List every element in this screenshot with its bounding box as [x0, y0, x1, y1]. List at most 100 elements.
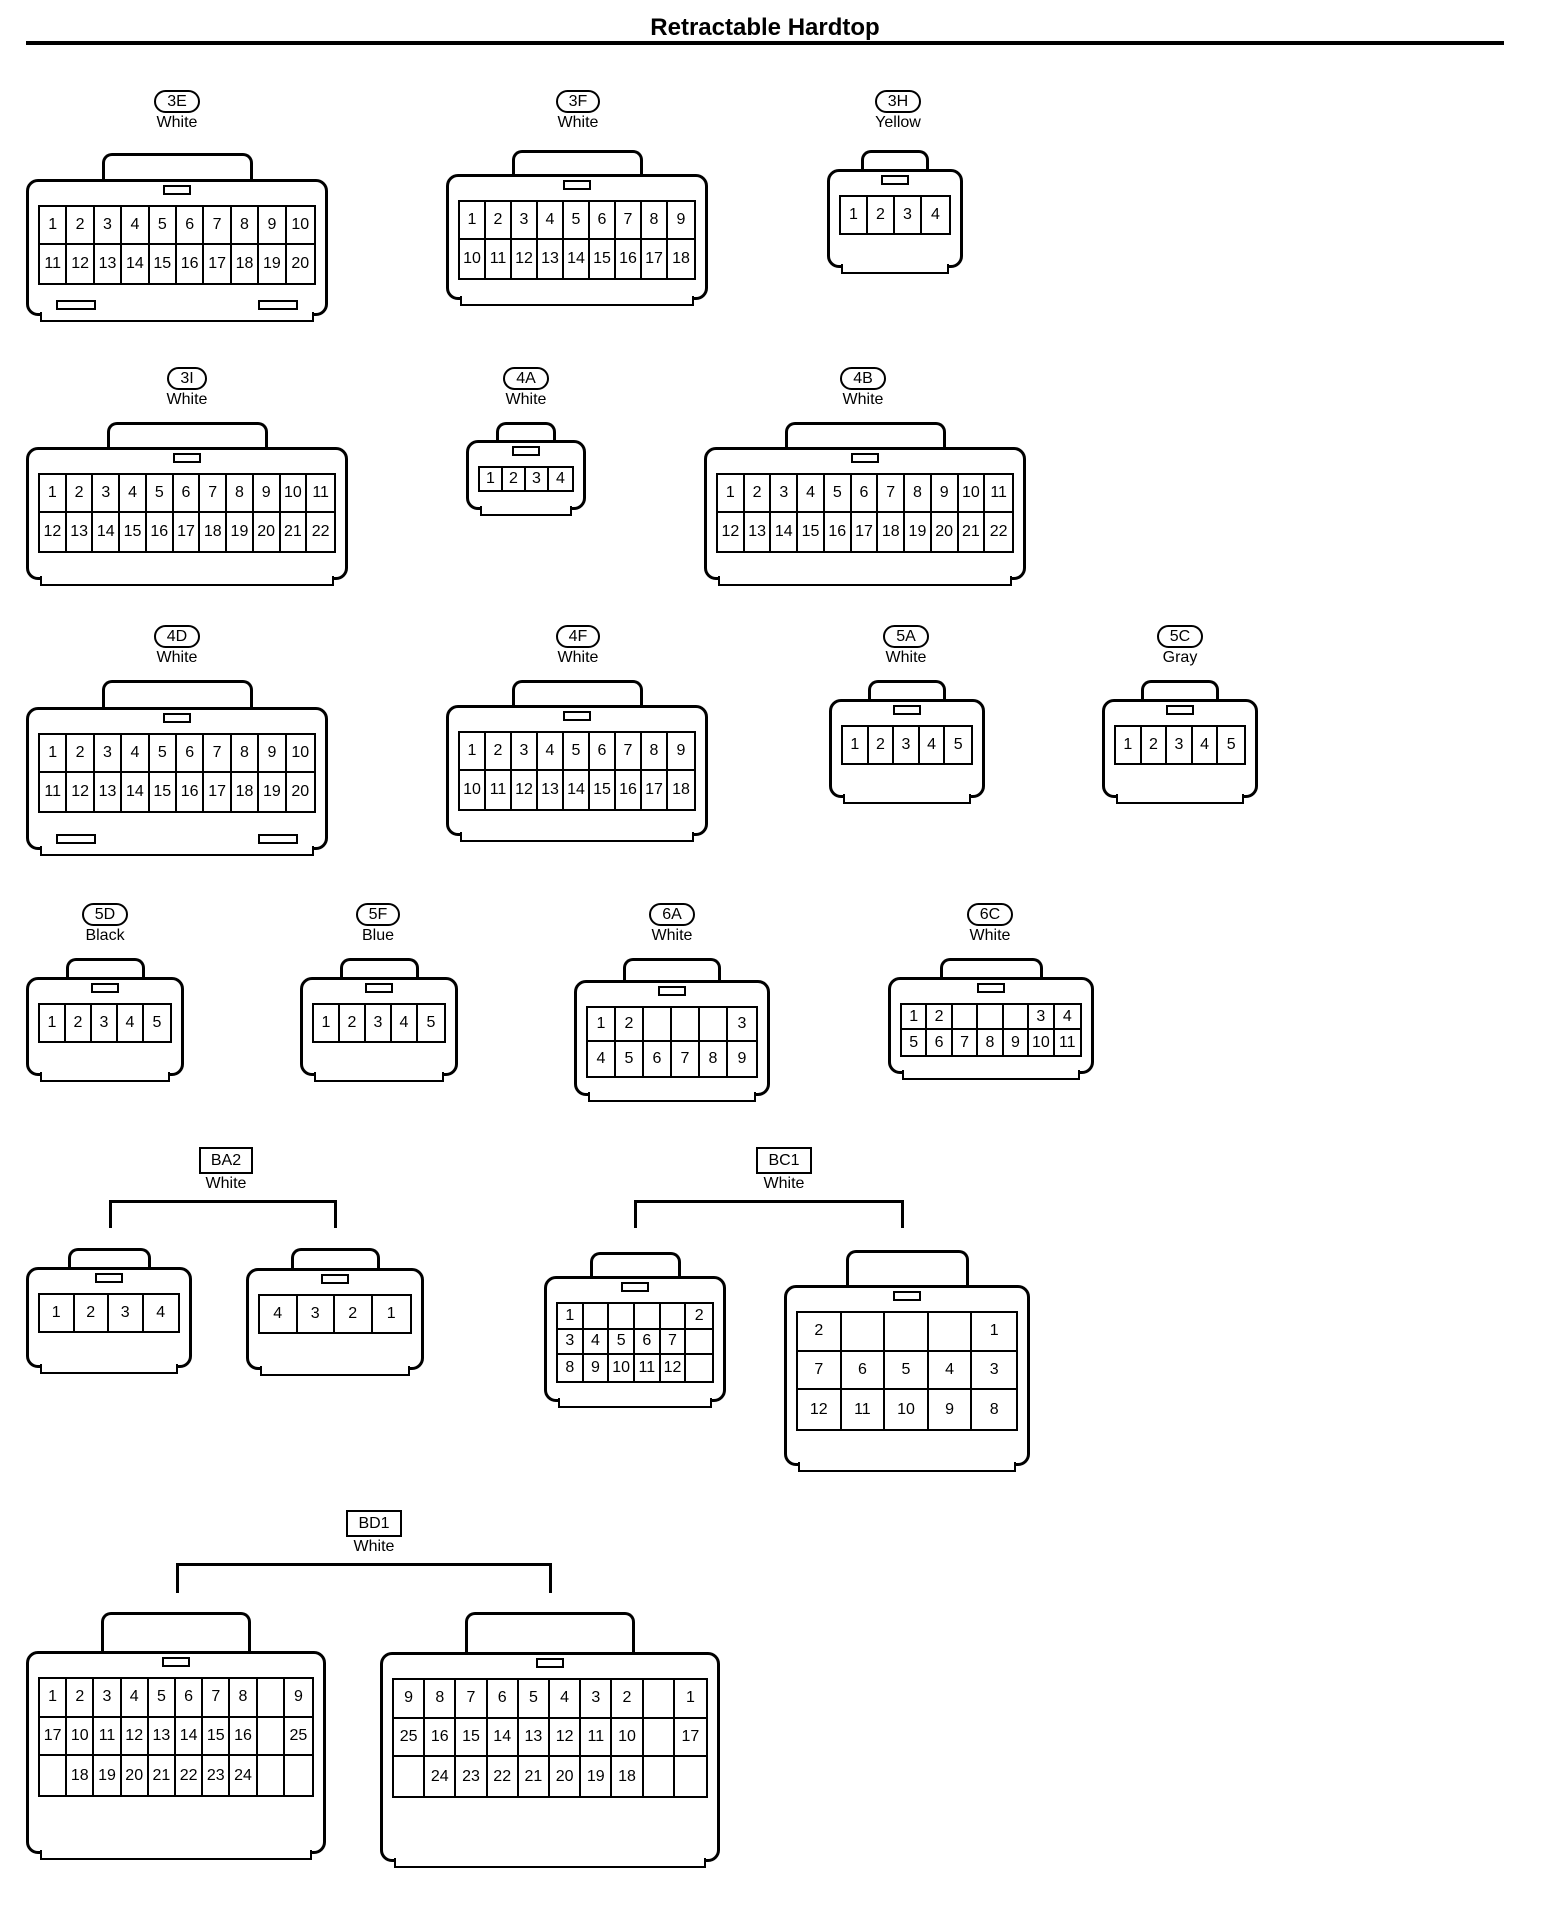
connector-color-bc1: White — [763, 1175, 805, 1192]
housing-foot — [460, 296, 694, 306]
pin-5: 5 — [945, 727, 971, 763]
pin-6: 6 — [644, 1042, 672, 1076]
pin-7: 7 — [456, 1680, 488, 1719]
pin-13: 13 — [538, 771, 564, 809]
pin-6: 6 — [927, 1030, 953, 1055]
pin-5: 5 — [1218, 727, 1244, 763]
pin-21: 21 — [148, 1756, 176, 1795]
pin-17: 17 — [204, 245, 232, 283]
pin-blank — [1003, 1005, 1030, 1030]
housing-foot — [588, 1092, 756, 1102]
pin-2: 2 — [66, 475, 94, 513]
pin-2: 2 — [616, 1008, 644, 1042]
pin-4: 4 — [922, 197, 949, 233]
pin-8: 8 — [905, 475, 932, 513]
pin-1: 1 — [460, 733, 486, 771]
pin-3: 3 — [1029, 1005, 1055, 1030]
pin-5: 5 — [564, 202, 590, 240]
connector-code-4d: 4D — [153, 625, 201, 648]
pin-15: 15 — [798, 513, 825, 551]
page-title: Retractable Hardtop — [650, 14, 880, 41]
pin-1: 1 — [718, 475, 745, 513]
pin-7: 7 — [616, 733, 642, 771]
pin-9: 9 — [284, 1679, 312, 1718]
pin-13: 13 — [744, 513, 772, 551]
pin-4: 4 — [928, 1351, 973, 1391]
pin-9: 9 — [253, 475, 281, 513]
pin-14: 14 — [122, 773, 150, 811]
connector-code-5d: 5D — [81, 903, 129, 926]
pin-blank — [643, 1680, 675, 1719]
pin-13: 13 — [94, 773, 123, 811]
pin-6: 6 — [176, 735, 205, 773]
pin-3: 3 — [558, 1329, 584, 1356]
pin-10: 10 — [286, 207, 314, 245]
connector-color-bd1: White — [353, 1538, 395, 1555]
pin-6: 6 — [841, 1351, 886, 1391]
pin-7: 7 — [660, 1329, 687, 1356]
title-rule — [26, 41, 1504, 45]
housing-foot — [558, 1398, 712, 1408]
pin-1: 1 — [843, 727, 869, 763]
latch-slot — [1166, 705, 1194, 715]
pin-blank — [609, 1304, 635, 1330]
pin-7: 7 — [200, 475, 228, 513]
pin-1: 1 — [460, 202, 486, 240]
pin-7: 7 — [203, 1679, 231, 1718]
pin-18: 18 — [231, 773, 260, 811]
connector-color-4f: White — [557, 649, 599, 666]
pin-blank — [40, 1756, 68, 1795]
housing-foot — [480, 506, 572, 516]
pin-18: 18 — [612, 1757, 644, 1796]
pin-4: 4 — [1054, 1005, 1080, 1030]
pin-4: 4 — [118, 1005, 144, 1041]
pin-4: 4 — [143, 1295, 178, 1331]
pin-11: 11 — [581, 1718, 613, 1758]
pin-2: 2 — [66, 1005, 92, 1041]
pin-blank — [257, 1756, 285, 1795]
pin-12: 12 — [550, 1718, 582, 1758]
pin-11: 11 — [94, 1717, 122, 1757]
pin-11: 11 — [307, 475, 334, 513]
housing-foot — [1116, 794, 1244, 804]
connector-color-5f: Blue — [361, 927, 395, 944]
pin-18: 18 — [231, 245, 260, 283]
pin-12: 12 — [512, 771, 538, 809]
pin-3: 3 — [366, 1005, 392, 1041]
pin-2: 2 — [503, 468, 526, 490]
pin-19: 19 — [94, 1756, 122, 1795]
pin-blank — [686, 1355, 712, 1381]
housing-foot — [902, 1070, 1080, 1080]
pin-9: 9 — [394, 1680, 426, 1719]
pin-4: 4 — [120, 475, 147, 513]
housing-foot — [841, 264, 949, 274]
pin-14: 14 — [93, 513, 121, 551]
latch-slot — [536, 1658, 564, 1668]
housing-foot — [40, 1364, 178, 1374]
pin-1: 1 — [588, 1008, 616, 1042]
pin-7: 7 — [204, 207, 232, 245]
pin-3: 3 — [297, 1296, 335, 1332]
pin-5: 5 — [518, 1680, 550, 1719]
pin-11: 11 — [985, 475, 1012, 513]
pin-8: 8 — [231, 735, 260, 773]
pin-16: 16 — [425, 1718, 457, 1758]
connector-code-5a: 5A — [883, 625, 929, 648]
pin-20: 20 — [286, 245, 314, 283]
connector-color-ba2: White — [205, 1175, 247, 1192]
pin-22: 22 — [176, 1756, 204, 1795]
pin-blank — [928, 1313, 973, 1352]
